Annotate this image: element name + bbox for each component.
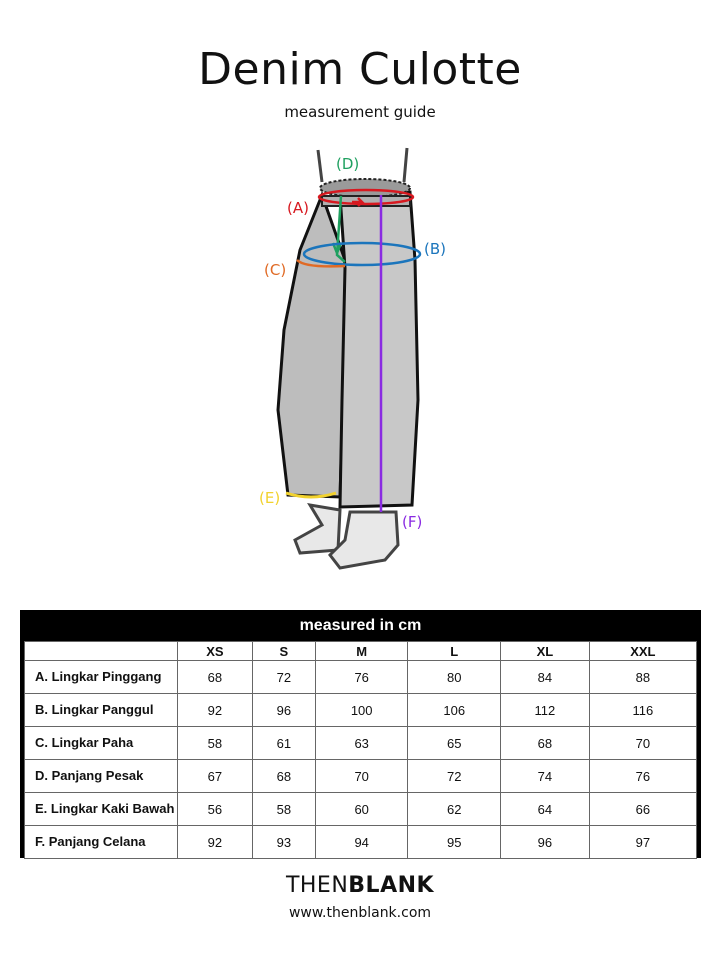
size-value-cell: 112: [500, 693, 590, 727]
thigh-measure-line: [296, 259, 346, 268]
website-url: www.thenblank.com: [288, 905, 432, 921]
size-value-cell: 58: [177, 726, 253, 760]
size-value-cell: 95: [407, 825, 502, 859]
size-value-cell: 84: [500, 660, 590, 694]
row-label: B. Lingkar Panggul: [24, 693, 178, 727]
size-header-s: S: [251, 641, 316, 661]
row-label: E. Lingkar Kaki Bawah: [24, 792, 178, 826]
brand-part2: BLANK: [348, 873, 435, 898]
label-b: (B): [424, 240, 446, 258]
waist-measure-line: [317, 188, 415, 206]
size-value-cell: 97: [588, 825, 698, 859]
label-a: (A): [287, 199, 309, 217]
size-value-cell: 68: [177, 660, 253, 694]
row-label: D. Panjang Pesak: [24, 759, 178, 793]
hip-measure-line: [302, 241, 422, 267]
row-label: A. Lingkar Pinggang: [24, 660, 178, 694]
size-value-cell: 76: [588, 759, 698, 793]
size-value-cell: 67: [177, 759, 253, 793]
label-c: (C): [264, 261, 286, 279]
size-value-cell: 70: [588, 726, 698, 760]
size-value-cell: 96: [500, 825, 590, 859]
label-e: (E): [259, 489, 280, 507]
size-value-cell: 92: [177, 693, 253, 727]
size-value-cell: 72: [407, 759, 502, 793]
size-value-cell: 66: [588, 792, 698, 826]
size-value-cell: 94: [314, 825, 409, 859]
size-value-cell: 62: [407, 792, 502, 826]
size-header-m: M: [314, 641, 409, 661]
size-header-xs: XS: [177, 641, 253, 661]
row-label: F. Panjang Celana: [24, 825, 178, 859]
size-header-xxl: XXL: [588, 641, 698, 661]
size-value-cell: 93: [251, 825, 316, 859]
size-value-cell: 72: [251, 660, 316, 694]
row-label: C. Lingkar Paha: [24, 726, 178, 760]
size-value-cell: 63: [314, 726, 409, 760]
size-value-cell: 61: [251, 726, 316, 760]
size-value-cell: 116: [588, 693, 698, 727]
size-value-cell: 60: [314, 792, 409, 826]
culotte-illustration: (A) (B) (C) (D) (E) (F): [259, 147, 446, 570]
size-header-l: L: [407, 641, 502, 661]
size-value-cell: 68: [500, 726, 590, 760]
brand-part1: THEN: [285, 873, 349, 898]
size-header-xl: XL: [500, 641, 590, 661]
brand-logo: THENBLANK: [0, 873, 720, 898]
label-d: (D): [336, 155, 359, 173]
size-value-cell: 80: [407, 660, 502, 694]
page-title: Denim Culotte: [198, 44, 522, 95]
size-value-cell: 70: [314, 759, 409, 793]
size-value-cell: 76: [314, 660, 409, 694]
label-f: (F): [402, 513, 422, 531]
hem-measure-line: [285, 491, 337, 499]
size-value-cell: 106: [407, 693, 502, 727]
size-value-cell: 92: [177, 825, 253, 859]
page-subtitle: measurement guide: [284, 103, 436, 121]
size-value-cell: 68: [251, 759, 316, 793]
size-value-cell: 56: [177, 792, 253, 826]
size-value-cell: 100: [314, 693, 409, 727]
size-chart-caption: measured in cm: [299, 617, 422, 634]
size-value-cell: 64: [500, 792, 590, 826]
size-value-cell: 96: [251, 693, 316, 727]
corner-cell: [24, 641, 178, 661]
size-value-cell: 74: [500, 759, 590, 793]
size-value-cell: 65: [407, 726, 502, 760]
size-value-cell: 58: [251, 792, 316, 826]
size-value-cell: 88: [588, 660, 698, 694]
